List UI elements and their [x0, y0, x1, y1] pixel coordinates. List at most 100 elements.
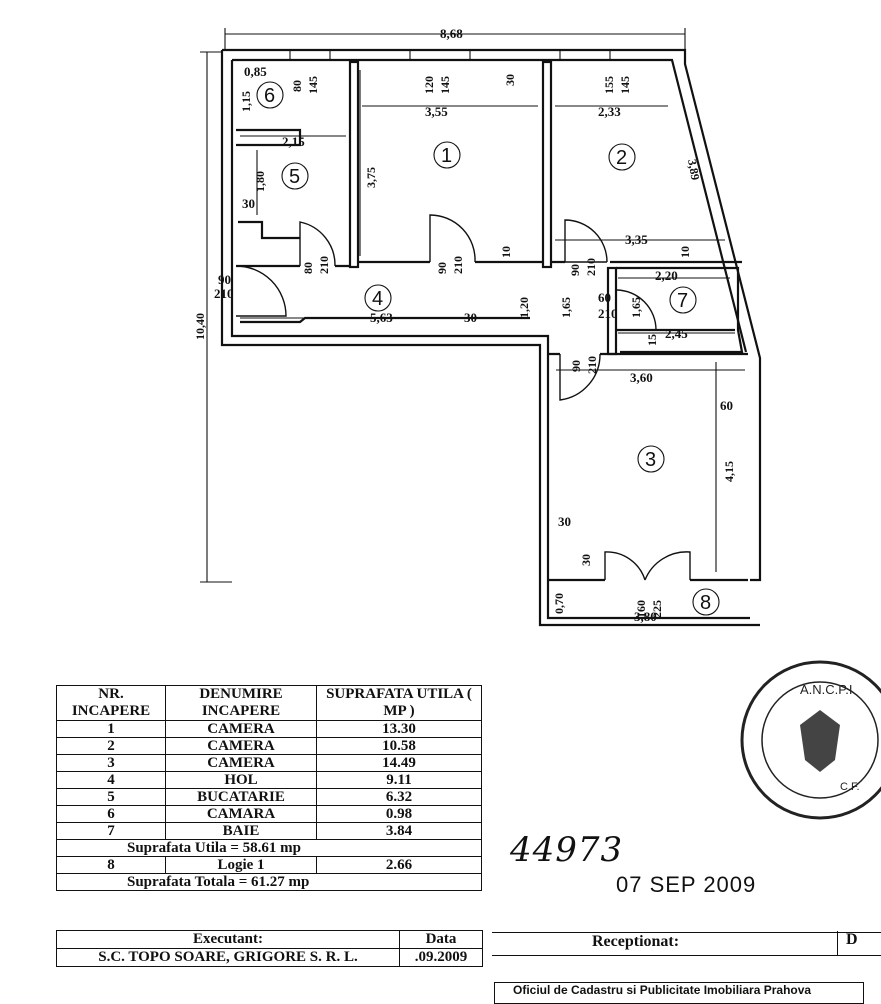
svg-text:6: 6 — [264, 85, 275, 107]
dim-375: 3,75 — [364, 167, 378, 188]
svg-text:8: 8 — [700, 592, 711, 614]
subtotal-row: Suprafata Utila = 58.61 mp — [56, 839, 482, 857]
door-2-width: 90 — [568, 264, 582, 276]
door-3-width: 90 — [569, 360, 583, 372]
subtotal-text: Suprafata Utila = 58.61 mp — [56, 839, 482, 857]
row-nr: 6 — [56, 805, 166, 823]
dim-w10a: 10 — [499, 246, 513, 258]
dim-355: 3,55 — [425, 104, 448, 119]
dim-220: 2,20 — [655, 268, 678, 283]
executant-name: S.C. TOPO SOARE, GRIGORE S. R. L. — [56, 948, 400, 967]
row-area: 6.32 — [316, 788, 482, 806]
row-area: 0.98 — [316, 805, 482, 823]
svg-text:A.N.C.P.I: A.N.C.P.I — [800, 682, 853, 697]
dim-380: 3,80 — [634, 609, 657, 624]
dim-115: 1,15 — [239, 91, 253, 112]
svg-text:1: 1 — [441, 145, 452, 167]
room-numbers: 1 2 3 4 5 6 7 8 — [256, 81, 720, 616]
row-name: CAMARA — [165, 805, 317, 823]
room-8-label: 8 — [692, 588, 720, 616]
dimension-labels: 0,85 1,15 80 145 120 145 30 155 145 3,55… — [214, 64, 736, 624]
col-name: DENUMIRE INCAPERE — [165, 685, 317, 721]
room-7-label: 7 — [669, 286, 697, 314]
row-name: BUCATARIE — [165, 788, 317, 806]
col-nr: NR. INCAPERE — [56, 685, 166, 721]
dim-w15: 15 — [645, 334, 659, 346]
receptionat-label: Receptionat: — [592, 933, 680, 950]
row-nr: 8 — [56, 856, 166, 874]
row-nr: 1 — [56, 720, 166, 738]
row-name: CAMERA — [165, 754, 317, 772]
room-5-label: 5 — [281, 162, 309, 190]
row-nr: 2 — [56, 737, 166, 755]
dim-h145c: 145 — [618, 76, 632, 94]
dim-w30c: 30 — [464, 310, 477, 325]
row-area: 9.11 — [316, 771, 482, 789]
total-text: Suprafata Totala = 61.27 mp — [56, 873, 482, 891]
dim-415: 4,15 — [722, 461, 736, 482]
dim-120: 1,20 — [517, 297, 531, 318]
entry-door-height: 210 — [214, 286, 234, 301]
row-nr: 7 — [56, 822, 166, 840]
row-nr: 4 — [56, 771, 166, 789]
room-6-label: 6 — [256, 81, 284, 109]
executant-table: Executant: Data S.C. TOPO SOARE, GRIGORE… — [56, 930, 483, 967]
receptionat-box: Receptionat: D — [492, 931, 881, 956]
dim-w80: 80 — [290, 80, 304, 92]
dim-w155: 155 — [602, 76, 616, 94]
svg-text:3: 3 — [645, 449, 656, 471]
room-4-label: 4 — [364, 284, 392, 312]
room-3-label: 3 — [637, 445, 665, 473]
dimension-lines — [200, 28, 686, 583]
dim-335: 3,35 — [625, 232, 648, 247]
dim-total-height: 10,40 — [193, 313, 207, 340]
dim-180: 1,80 — [253, 171, 267, 192]
executant-label: Executant: — [56, 930, 400, 949]
handwritten-number: 44973 — [510, 830, 624, 870]
door-8-height: 225 — [650, 600, 664, 618]
dim-w30d: 30 — [558, 514, 571, 529]
row-area: 3.84 — [316, 822, 482, 840]
stamp-date: 07 SEP 2009 — [616, 872, 757, 897]
door-5-height: 210 — [317, 256, 331, 274]
dim-w30b: 30 — [242, 196, 255, 211]
dim-165: 1,65 — [559, 297, 573, 318]
room-1-label: 1 — [433, 141, 461, 169]
door-1-height: 210 — [451, 256, 465, 274]
row-name: Logie 1 — [165, 856, 317, 874]
row-name: HOL — [165, 771, 317, 789]
dim-389: 3,89 — [685, 158, 702, 181]
rooms-table: NR. INCAPERE DENUMIRE INCAPERE SUPRAFATA… — [56, 685, 482, 891]
office-box: Oficiul de Cadastru si Publicitate Imobi… — [494, 982, 864, 1004]
row-name: CAMERA — [165, 737, 317, 755]
table-header: NR. INCAPERE DENUMIRE INCAPERE SUPRAFATA… — [56, 685, 482, 721]
room-2-label: 2 — [608, 143, 636, 171]
dim-563: 5,63 — [370, 310, 393, 325]
door-2-height: 210 — [584, 258, 598, 276]
dim-070: 0,70 — [552, 593, 566, 614]
dim-245: 2,45 — [665, 326, 688, 341]
row-name: CAMERA — [165, 720, 317, 738]
svg-text:7: 7 — [677, 290, 688, 312]
door-1-width: 90 — [435, 262, 449, 274]
door-7-height: 210 — [598, 306, 618, 321]
door-8-width: 160 — [634, 600, 648, 618]
executant-date: .09.2009 — [399, 948, 483, 967]
col-area: SUPRAFATA UTILA ( MP ) — [316, 685, 482, 721]
row-area: 10.58 — [316, 737, 482, 755]
svg-text:C.F.: C.F. — [840, 781, 860, 793]
svg-text:4: 4 — [372, 288, 383, 310]
dim-360: 3,60 — [630, 370, 653, 385]
door-7-width: 60 — [598, 290, 611, 305]
door-arcs — [235, 214, 691, 581]
row-area: 14.49 — [316, 754, 482, 772]
door-5-width: 80 — [301, 262, 315, 274]
row-nr: 3 — [56, 754, 166, 772]
receptionat-d-label: D — [837, 931, 858, 955]
row-area: 2.66 — [316, 856, 482, 874]
